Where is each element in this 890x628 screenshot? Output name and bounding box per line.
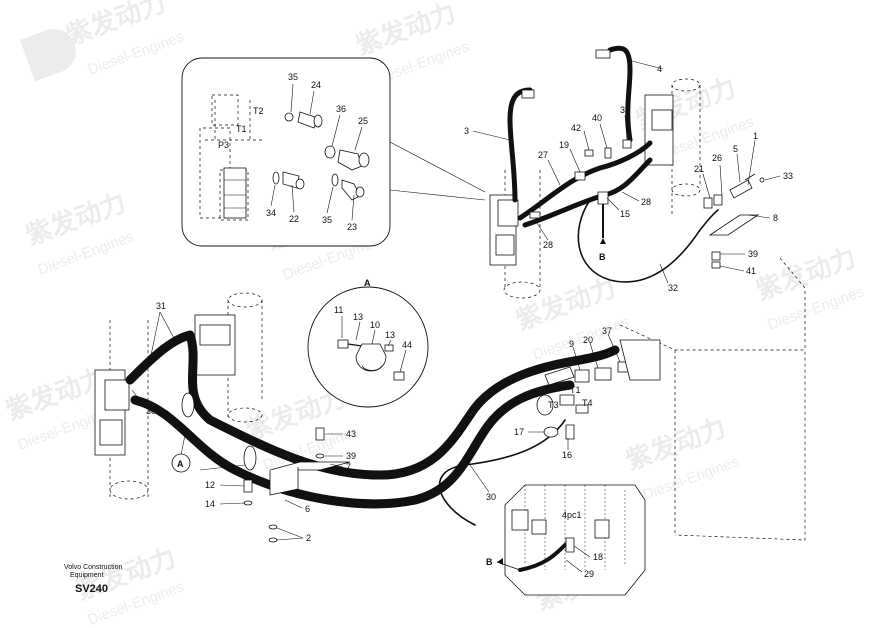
- callout-11: 11: [334, 305, 343, 315]
- callout-26: 26: [712, 153, 722, 163]
- footer-brand: Volvo Construction Equipment SV240: [64, 564, 122, 595]
- callout-8: 8: [773, 213, 778, 223]
- callout-39: 39: [748, 249, 758, 259]
- upper-assembly: B 3 4 1 5: [464, 45, 793, 299]
- callout-28: 28: [543, 240, 553, 250]
- callout-44: 44: [402, 340, 412, 350]
- callout-27: 27: [538, 150, 548, 160]
- callout-32: 32: [668, 283, 678, 293]
- port-label: P3: [218, 140, 229, 150]
- callout-18: 18: [593, 552, 603, 562]
- callout-5: 5: [733, 144, 738, 154]
- detail-inset: T2 T1 P3 35 24 36 25 34 22 35 23: [181, 57, 486, 247]
- callout-39: 39: [346, 451, 356, 461]
- callout-24: 24: [311, 80, 321, 90]
- callout-1: 1: [753, 131, 758, 141]
- port-label: 4pc1: [562, 510, 582, 520]
- brand-name: Volvo Construction: [64, 564, 122, 571]
- callout-25: 25: [358, 116, 368, 126]
- callout-20: 20: [583, 335, 593, 345]
- callout-14: 14: [205, 499, 215, 509]
- callout-42: 42: [571, 123, 581, 133]
- view-b-label: B: [486, 557, 493, 567]
- callout-19: 19: [559, 140, 569, 150]
- callout-35: 35: [288, 72, 298, 82]
- brand-subline: Equipment: [70, 572, 104, 579]
- callout-9: 9: [569, 339, 574, 349]
- callout-15: 15: [620, 209, 630, 219]
- main-control-valve: 4pc1: [504, 484, 646, 596]
- detail-a-ref: A: [177, 459, 184, 469]
- callout-2: 2: [306, 533, 311, 543]
- callout-16: 16: [562, 450, 572, 460]
- callout-38: 38: [620, 105, 630, 115]
- callout-37: 37: [602, 326, 612, 336]
- callout-31: 31: [156, 301, 166, 311]
- callout-43: 43: [346, 429, 356, 439]
- callout-17: 17: [514, 427, 524, 437]
- callout-13: 13: [353, 312, 363, 322]
- port-label: T4: [582, 398, 593, 408]
- callout-40: 40: [592, 113, 602, 123]
- detail-a: A 11 13 10 13 44: [307, 278, 429, 408]
- callout-3: 3: [464, 126, 469, 136]
- drawing-code: SV240: [75, 583, 108, 595]
- callout-30: 30: [486, 492, 496, 502]
- callout-22: 22: [289, 214, 299, 224]
- callout-29: 29: [584, 569, 594, 579]
- port-label: T1: [570, 385, 581, 395]
- view-b-label: B: [599, 252, 606, 262]
- callout-13: 13: [385, 330, 395, 340]
- callout-7: 7: [346, 462, 351, 472]
- callout-35: 35: [322, 215, 332, 225]
- detail-a-label: A: [364, 278, 371, 288]
- callout-30: 30: [146, 406, 156, 416]
- port-label: T3: [548, 400, 559, 410]
- callout-36: 36: [336, 104, 346, 114]
- callout-23: 23: [347, 222, 357, 232]
- callout-21: 21: [694, 164, 704, 174]
- callout-4: 4: [657, 64, 662, 74]
- callout-10: 10: [370, 320, 380, 330]
- callout-12: 12: [205, 480, 215, 490]
- watermark-layer: 紫发动力 Diesel-Engines 紫发动力 Diesel-Engines …: [2, 0, 866, 628]
- port-label: T2: [253, 106, 264, 116]
- callout-28: 28: [641, 197, 651, 207]
- callout-34: 34: [266, 208, 276, 218]
- callout-6: 6: [305, 504, 310, 514]
- watermark-logo: [20, 29, 76, 82]
- callout-41: 41: [746, 266, 756, 276]
- callout-33: 33: [783, 171, 793, 181]
- port-label: T1: [236, 124, 247, 134]
- lower-assembly: T1 T3 T4 4pc1 B A: [94, 257, 806, 596]
